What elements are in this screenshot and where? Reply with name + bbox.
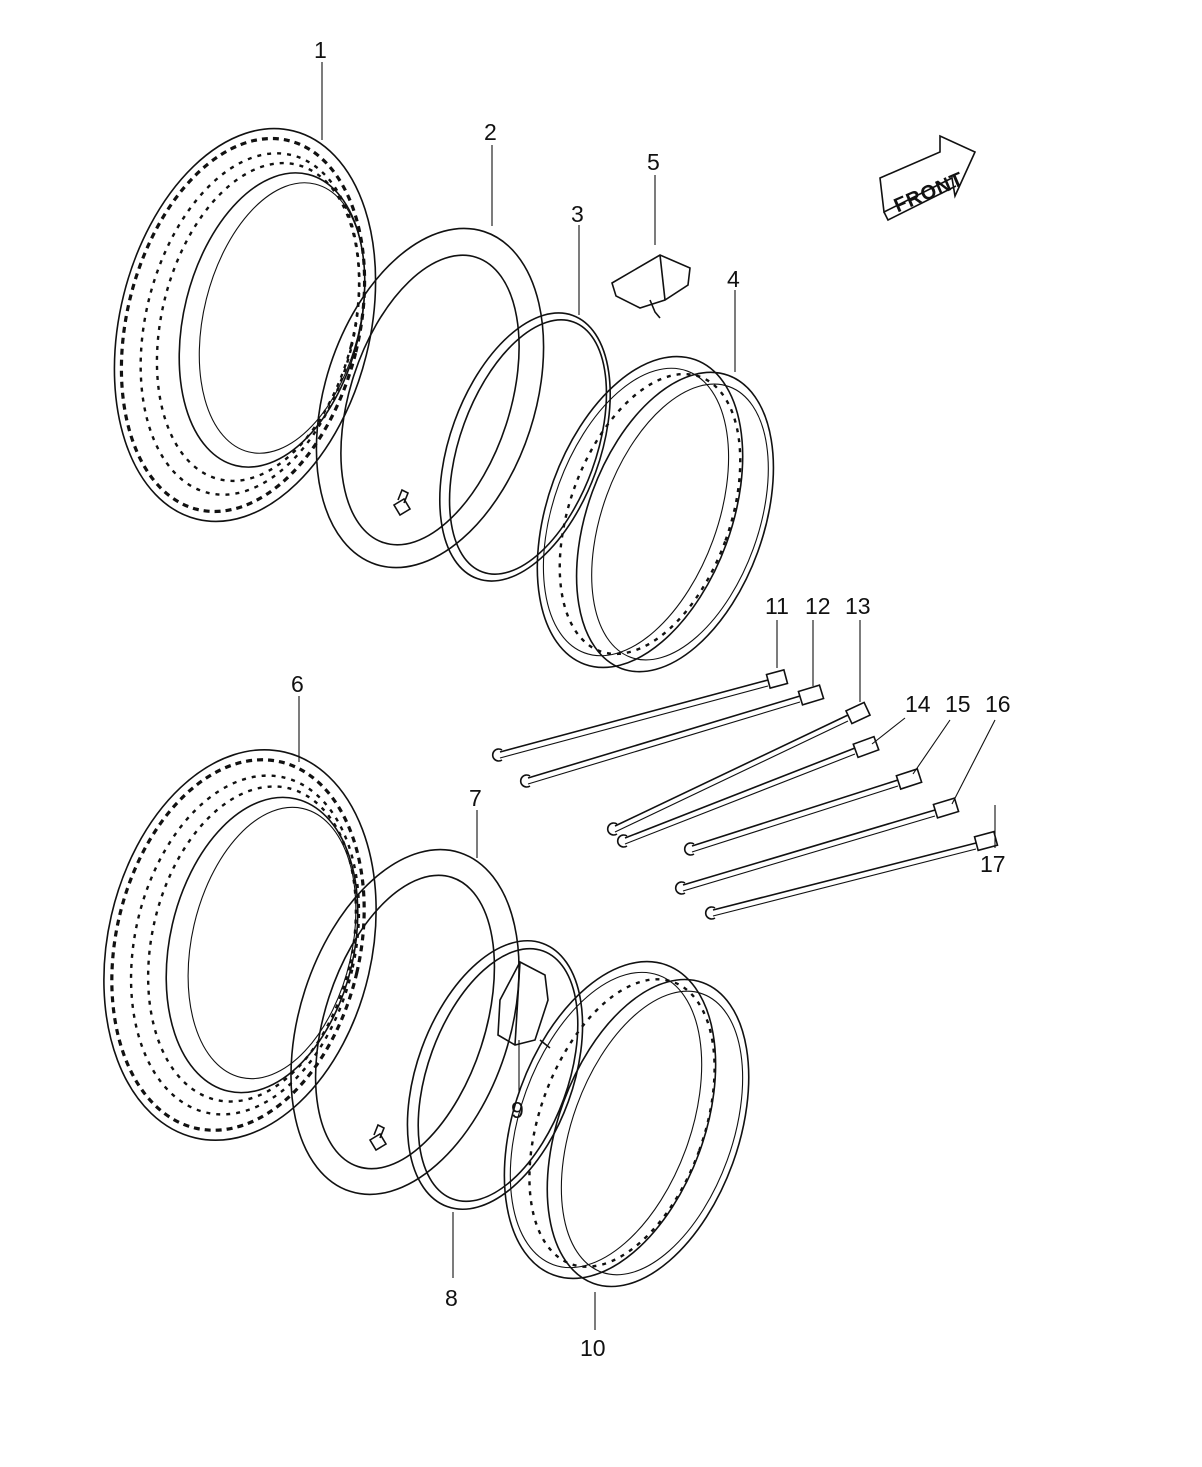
lower-rim-lock <box>497 960 551 1049</box>
callout-11: 11 <box>765 593 789 619</box>
spoke-14 <box>616 735 880 848</box>
lower-rim <box>503 960 750 1288</box>
upper-tire <box>113 127 377 523</box>
lower-rim-band <box>406 939 584 1211</box>
spoke-15 <box>683 767 923 856</box>
spoke-13 <box>606 701 872 836</box>
callout-2: 2 <box>484 119 497 145</box>
spoke-12 <box>519 684 825 788</box>
lower-tire <box>103 749 377 1141</box>
callout-15: 15 <box>945 691 971 717</box>
spoke-17 <box>704 830 999 920</box>
spoke-16 <box>674 797 960 895</box>
lower-tube <box>290 848 520 1196</box>
callout-6: 6 <box>291 671 304 697</box>
callout-13: 13 <box>845 593 871 619</box>
leader-lines <box>298 62 996 1330</box>
callout-9: 9 <box>511 1097 524 1123</box>
callout-10: 10 <box>580 1335 606 1361</box>
upper-rim <box>536 355 775 673</box>
spokes <box>491 668 999 920</box>
spoke-11 <box>491 668 789 762</box>
callout-14: 14 <box>905 691 931 717</box>
upper-rim-lock <box>611 254 691 319</box>
callout-3: 3 <box>571 201 584 227</box>
upper-tube <box>315 227 545 569</box>
callout-1: 1 <box>314 37 327 63</box>
callout-8: 8 <box>445 1285 458 1311</box>
callout-17: 17 <box>980 851 1006 877</box>
front-direction-badge: FRONT <box>879 134 977 222</box>
upper-rim-band <box>438 312 612 582</box>
front-label: FRONT <box>891 168 968 217</box>
callout-7: 7 <box>469 785 482 811</box>
callout-16: 16 <box>985 691 1011 717</box>
callout-5: 5 <box>647 149 660 175</box>
callout-12: 12 <box>805 593 831 619</box>
callout-numbers: 1 2 3 4 5 6 7 8 9 10 11 12 13 14 15 16 1… <box>291 37 1011 1361</box>
callout-4: 4 <box>727 266 740 292</box>
